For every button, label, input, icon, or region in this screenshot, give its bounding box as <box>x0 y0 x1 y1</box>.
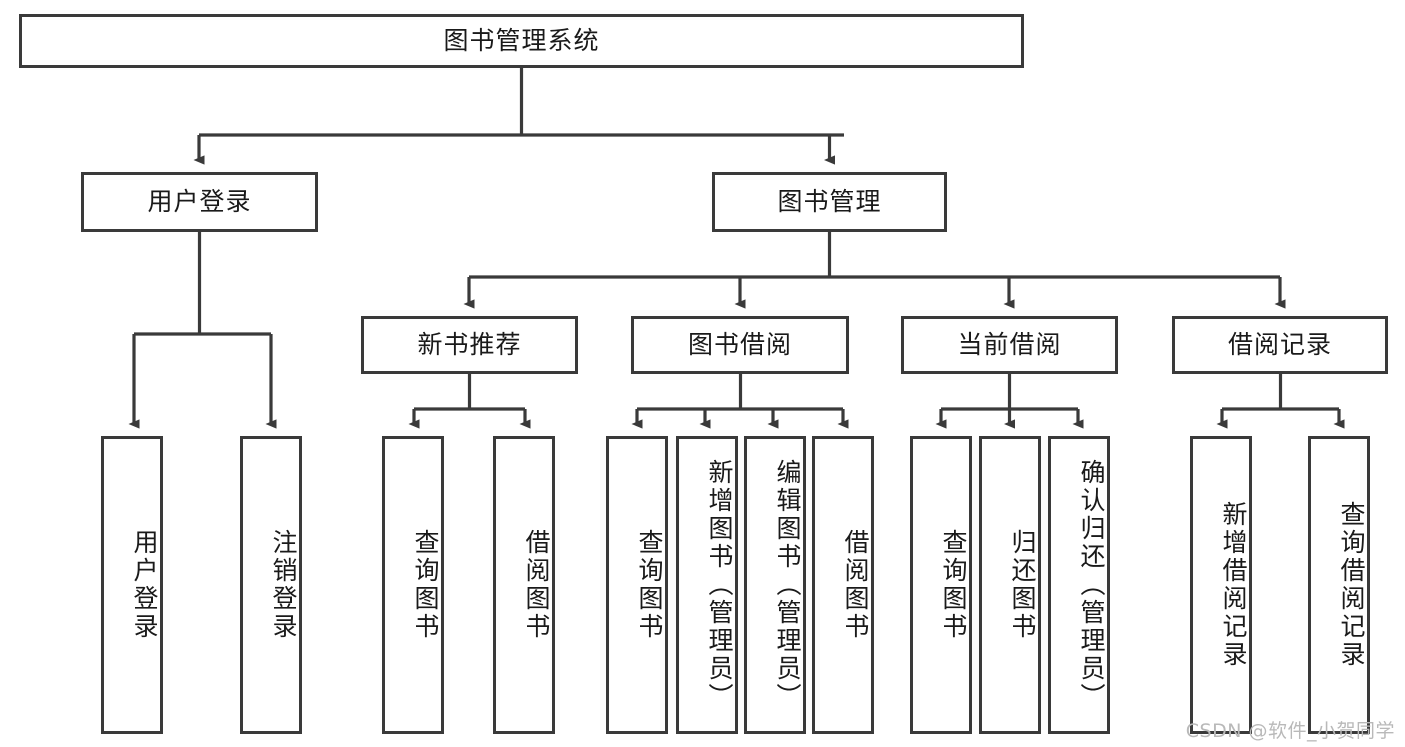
leaf-node-query-borrow-record[interactable]: 查询借阅记录 <box>1308 436 1370 734</box>
node-label: 借阅记录 <box>1227 330 1332 360</box>
node-label: 用户登录 <box>147 187 252 217</box>
node-label: 查询图书 <box>939 529 968 641</box>
leaf-node-add-borrow-record[interactable]: 新增借阅记录 <box>1190 436 1252 734</box>
node-label: 图书管理 <box>777 187 882 217</box>
node-root-book-management-system[interactable]: 图书管理系统 <box>19 14 1024 68</box>
node-user-login[interactable]: 用户登录 <box>81 172 318 232</box>
node-label: 查询借阅记录 <box>1337 501 1366 669</box>
leaf-node-confirm-return[interactable]: 确认归还（管理员） <box>1048 436 1110 734</box>
leaf-node-user-login[interactable]: 用户登录 <box>101 436 163 734</box>
node-label: 当前借阅 <box>957 330 1062 360</box>
node-label: 借阅图书 <box>841 529 870 641</box>
node-label: 新增借阅记录 <box>1219 501 1248 669</box>
node-borrow-record[interactable]: 借阅记录 <box>1172 316 1388 374</box>
node-label: 新增图书（管理员） <box>705 459 734 711</box>
leaf-node-query-book-3[interactable]: 查询图书 <box>910 436 972 734</box>
leaf-node-borrow-book-1[interactable]: 借阅图书 <box>493 436 555 734</box>
node-label: 查询图书 <box>411 529 440 641</box>
leaf-node-add-book[interactable]: 新增图书（管理员） <box>676 436 738 734</box>
leaf-node-borrow-book-2[interactable]: 借阅图书 <box>812 436 874 734</box>
node-label: 用户登录 <box>130 529 159 641</box>
leaf-node-edit-book[interactable]: 编辑图书（管理员） <box>744 436 806 734</box>
node-book-management[interactable]: 图书管理 <box>712 172 947 232</box>
node-label: 确认归还（管理员） <box>1077 459 1106 711</box>
leaf-node-query-book-2[interactable]: 查询图书 <box>606 436 668 734</box>
node-label: 归还图书 <box>1008 529 1037 641</box>
node-label: 图书管理系统 <box>443 26 600 56</box>
node-label: 查询图书 <box>635 529 664 641</box>
node-label: 借阅图书 <box>522 529 551 641</box>
node-book-borrow[interactable]: 图书借阅 <box>631 316 849 374</box>
watermark-text: CSDN @软件_小贺同学 <box>1185 720 1395 742</box>
node-current-borrow[interactable]: 当前借阅 <box>901 316 1118 374</box>
node-label: 图书借阅 <box>687 330 792 360</box>
leaf-node-query-book-1[interactable]: 查询图书 <box>382 436 444 734</box>
node-new-book-recommend[interactable]: 新书推荐 <box>361 316 578 374</box>
leaf-node-return-book[interactable]: 归还图书 <box>979 436 1041 734</box>
node-label: 编辑图书（管理员） <box>773 459 802 711</box>
node-label: 新书推荐 <box>417 330 522 360</box>
leaf-node-user-logout[interactable]: 注销登录 <box>240 436 302 734</box>
node-label: 注销登录 <box>269 529 298 641</box>
